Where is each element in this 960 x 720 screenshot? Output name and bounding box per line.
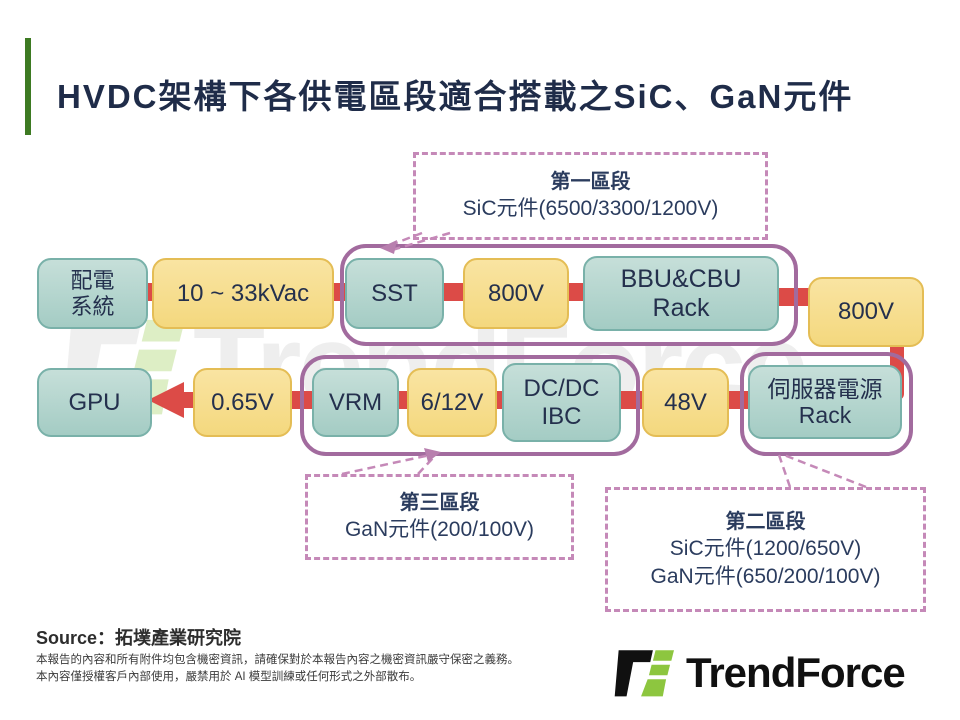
callout-segment1-line: SiC元件(6500/3300/1200V): [462, 197, 719, 221]
group-segment3: [300, 355, 640, 456]
source-note: Source：拓墣產業研究院: [36, 628, 242, 648]
connector: [563, 283, 587, 301]
arrow-to-gpu: [148, 382, 184, 418]
callout-segment3-line: GaN元件(200/100V): [344, 518, 535, 542]
title-accent-bar: [25, 38, 31, 135]
node-dcdc-ibc: DC/DC IBC: [502, 363, 621, 442]
node-server-psu-rack: 伺服器電源 Rack: [748, 365, 902, 439]
node-800v-left: 800V: [463, 258, 569, 329]
connector: [771, 288, 811, 306]
node-48v: 48V: [642, 368, 729, 437]
node-distribution-system: 配電 系統: [37, 258, 148, 329]
group-segment1: [340, 244, 798, 346]
node-6-12v: 6/12V: [407, 368, 497, 437]
callout-segment2-line2: GaN元件(650/200/100V): [650, 564, 881, 588]
disclaimer-line1: 本報告的內容和所有附件均包含機密資訊，請確保對於本報告內容之機密資訊嚴守保密之義…: [36, 654, 519, 666]
node-0-65v: 0.65V: [193, 368, 292, 437]
trendforce-logo-text: TrendForce: [686, 649, 906, 696]
callout-segment2: 第二區段 SiC元件(1200/650V) GaN元件(650/200/100V…: [605, 487, 926, 612]
callout-segment3: 第三區段 GaN元件(200/100V): [305, 474, 574, 560]
trendforce-logo-icon: [614, 650, 674, 697]
disclaimer: 本報告的內容和所有附件均包含機密資訊，請確保對於本報告內容之機密資訊嚴守保密之義…: [36, 652, 519, 686]
callout-segment1: 第一區段 SiC元件(6500/3300/1200V): [413, 152, 768, 240]
node-800v-right: 800V: [808, 277, 924, 347]
connector: [722, 391, 752, 409]
callout-segment2-line1: SiC元件(1200/650V): [669, 537, 862, 561]
node-bbu-cbu-rack: BBU&CBU Rack: [583, 256, 779, 331]
disclaimer-line2: 本內容僅授權客戶內部使用，嚴禁用於 AI 模型訓練或任何形式之外部散布。: [36, 671, 422, 683]
node-sst: SST: [345, 258, 444, 329]
page-title: HVDC架構下各供電區段適合搭載之SiC、GaN元件: [57, 78, 854, 115]
node-gpu: GPU: [37, 368, 152, 437]
trendforce-logo: TrendForce: [612, 645, 906, 701]
node-10-33kvac: 10 ~ 33kVac: [152, 258, 334, 329]
callout-segment1-title: 第一區段: [550, 171, 631, 194]
callout-segment3-title: 第三區段: [399, 492, 480, 515]
node-vrm: VRM: [312, 368, 399, 437]
callout-segment2-title: 第二區段: [725, 511, 806, 534]
